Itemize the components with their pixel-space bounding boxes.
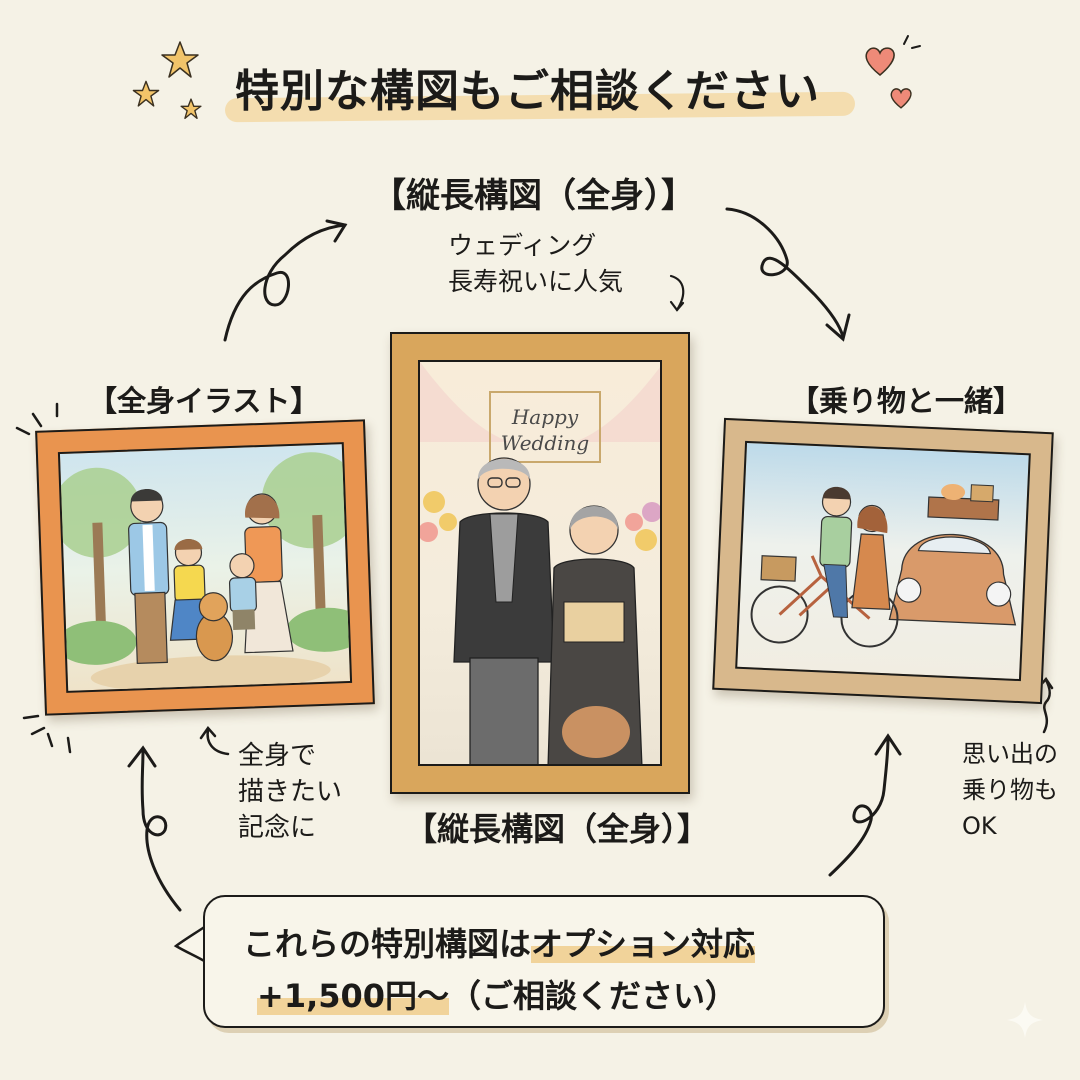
right-panel-note: 思い出の 乗り物も OK (962, 740, 1058, 840)
speech-bubble-tail (173, 924, 208, 964)
center-picture-wedding: Happy Wedding (418, 360, 662, 766)
emphasis-lines-icon (22, 714, 72, 754)
left-picture-family (57, 442, 353, 693)
bubble-line2-suffix: （ご相談ください） (449, 977, 738, 1015)
page-title-block: 特別な構図もご相談ください (224, 55, 865, 125)
sparkle-icon (1007, 1002, 1043, 1038)
heart-icon (890, 88, 912, 109)
bubble-line1-prefix: これらの特別構図は (243, 925, 532, 963)
center-note: ウェディング 長寿祝いに人気 (448, 231, 624, 296)
star-icon (180, 98, 202, 120)
swirl-arrow-down-right-icon (725, 207, 851, 342)
emphasis-lines-icon (15, 402, 59, 436)
star-icon (161, 41, 199, 78)
center-picture-frame[interactable]: Happy Wedding (390, 332, 690, 794)
center-label-bottom: 【縦長構図（全身）】 (405, 810, 710, 848)
bubble-line-1: これらの特別構図はオプション対応 (243, 919, 756, 965)
swirl-arrow-up-icon (127, 745, 182, 912)
wedding-illustration: Happy Wedding (420, 362, 660, 764)
center-label-top: 【縦長構図（全身）】 (372, 176, 695, 216)
right-picture-vehicle (735, 440, 1031, 682)
page-title: 特別な構図もご相談ください (235, 66, 820, 117)
option-highlight: オプション対応 (531, 925, 756, 963)
small-arrow-up-icon (199, 725, 230, 756)
bubble-line-2: +1,500円〜（ご相談ください） (257, 971, 737, 1017)
left-panel-note: 全身で 描きたい 記念に (238, 741, 343, 843)
price-highlight: +1,500円〜 (257, 977, 450, 1015)
right-panel-label: 【乗り物と一緒】 (790, 384, 1023, 418)
option-price-bubble: これらの特別構図はオプション対応 +1,500円〜（ご相談ください） (203, 895, 885, 1028)
heart-icon (865, 47, 895, 76)
bicycle-car-illustration (750, 483, 1017, 648)
swirl-arrow-up-right-icon (223, 219, 348, 342)
star-icon (132, 80, 160, 107)
family-illustration (57, 452, 353, 693)
curved-arrow-down-icon (669, 274, 685, 312)
sparkle-lines-icon (903, 35, 921, 49)
wedding-text: Wedding (501, 431, 589, 455)
left-picture-frame[interactable] (35, 419, 375, 716)
swirl-arrow-up-icon (828, 733, 902, 877)
happy-text: Happy (511, 405, 579, 429)
left-panel-label: 【全身イラスト】 (88, 384, 320, 418)
right-picture-frame[interactable] (712, 417, 1054, 705)
